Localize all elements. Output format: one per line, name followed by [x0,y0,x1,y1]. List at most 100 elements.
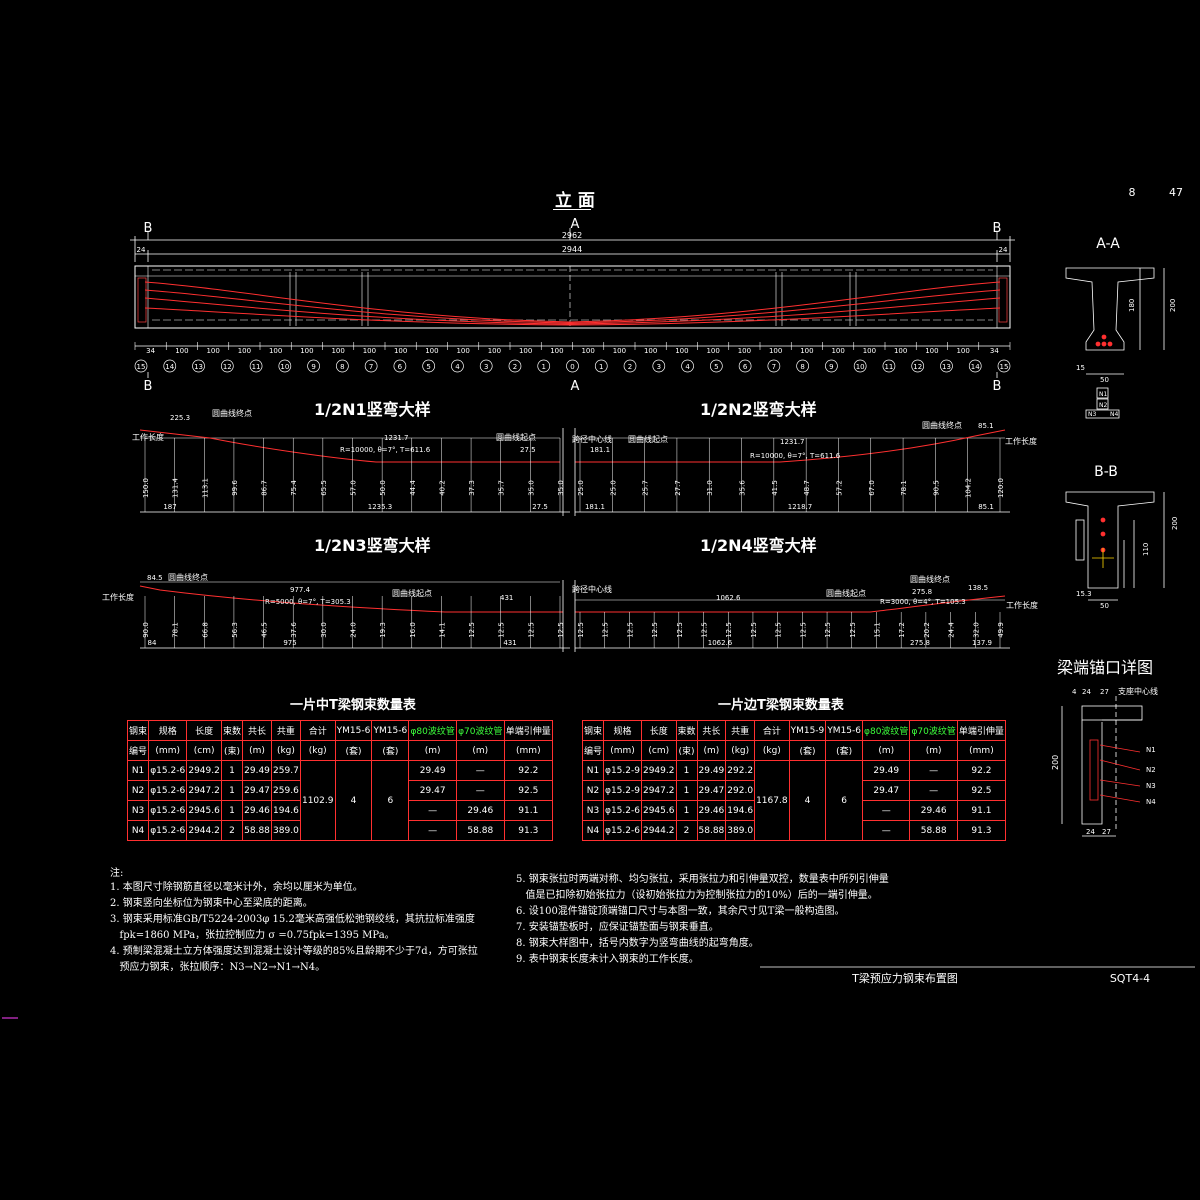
elevation-view [130,228,1015,378]
n2-seg3: 181.1 [590,446,610,454]
n1-detail-title: 1/2N1竖弯大样 [314,400,431,419]
detail-height-label: 78.1 [900,480,908,496]
page-total: 47 [1169,186,1183,199]
n2-seg1: 1231.7 [780,438,805,446]
anchor-n2: N2 [1146,766,1156,774]
anchor-dim-3: 27 [1100,688,1109,696]
table-cell: 29.46 [242,800,272,821]
table-cell: 钢束 [581,720,605,741]
section-number-circle [537,359,551,373]
table-cell: 2947.2 [186,780,222,801]
table-cell: 6 [825,760,864,841]
section-number-circle [393,359,407,373]
section-number: 8 [800,363,804,371]
detail-height-label: 113.1 [201,478,209,498]
table-cell: φ70波纹管 [909,720,958,741]
anchor-detail-title: 梁端锚口详图 [1057,658,1153,677]
table-cell: (束) [220,740,244,761]
section-number-circle [623,359,637,373]
section-bb-dim-4: 15.3 [1076,590,1092,598]
table-cell: 规格 [148,720,188,741]
dim-top-inner: 2944 [562,245,582,254]
detail-height-label: 12.5 [676,622,684,638]
station-label: 100 [925,347,938,355]
section-mark-b-left: B [144,221,153,236]
n1-curve-end: 圆曲线终点 [212,408,252,418]
detail-height-label: 12.5 [557,622,565,638]
detail-bottom-dim: 85.1 [978,503,994,511]
detail-height-label: 12.5 [602,622,610,638]
detail-height-label: 41.5 [771,480,779,496]
table-cell: 共重 [270,720,301,741]
anchor-dim-2: 24 [1082,688,1091,696]
station-label: 100 [363,347,376,355]
detail-bottom-dim: 1218.7 [788,503,813,511]
table-cell: — [909,760,958,781]
detail-height-label: 90.0 [142,622,150,638]
table-cell: (kg) [754,740,790,761]
table-cell: 58.88 [242,820,272,841]
detail-height-label: 49.9 [997,622,1005,638]
section-number-circle [709,359,723,373]
detail-height-label: 150.0 [142,478,150,498]
table-cell: (束) [675,740,698,761]
detail-height-label: 12.5 [775,622,783,638]
detail-height-label: 12.5 [626,622,634,638]
detail-bottom-dim: 431 [503,639,516,647]
section-mark-a-bottom: A [571,379,580,394]
detail-height-label: 12.5 [799,622,807,638]
detail-height-label: 12.5 [824,622,832,638]
detail-height-label: 90.5 [932,480,940,496]
station-label: 100 [831,347,844,355]
detail-height-label: 12.5 [498,622,506,638]
n2-curve-start: 圆曲线起点 [628,434,668,444]
table-cell: (m) [455,740,505,761]
table-cell: 2949.2 [186,760,222,781]
table-cell: φ15.2-6 [148,780,188,801]
section-number: 6 [398,363,403,371]
station-label: 100 [769,347,782,355]
detail-height-label: 20.2 [923,622,931,638]
section-number-circle [968,359,982,373]
n2-seg2: 85.1 [978,422,994,430]
table-cell: 单端引伸量 [956,720,1007,741]
n4-seg2: 275.8 [912,588,932,596]
table-cell: — [455,760,505,781]
detail-n2 [574,428,1010,516]
table-cell: (m) [696,740,727,761]
section-number-circle [508,359,522,373]
table-cell: — [862,800,911,821]
table-side-title: 一片边T梁钢束数量表 [718,698,844,713]
table-cell: N2 [581,780,605,801]
table-cell: N3 [581,800,605,821]
n2-detail-title: 1/2N2竖弯大样 [700,400,817,419]
section-aa-dim-2: 180 [1128,299,1136,312]
dim-top-total: 2962 [562,231,582,240]
station-label: 100 [519,347,532,355]
section-number-circle [134,359,148,373]
table-cell: 共长 [242,720,272,741]
section-number: 1 [541,363,545,371]
table-cell: 92.5 [503,780,554,801]
station-label: 100 [675,347,688,355]
detail-height-label: 31.0 [706,480,714,496]
n4-work-length: 工作长度 [1006,600,1038,610]
n3-detail-title: 1/2N3竖弯大样 [314,536,431,555]
detail-height-label: 86.7 [261,480,269,496]
table-cell: 292.0 [725,780,756,801]
station-label: 100 [175,347,188,355]
anchor-n4: N4 [1146,798,1156,806]
detail-height-label: 56.3 [231,622,239,638]
n3-seg2: 977.4 [290,586,311,594]
n1-radius: R=10000, θ=7°, T=611.6 [340,446,431,454]
section-number: 7 [772,363,776,371]
section-number-circle [422,359,436,373]
section-number: 14 [971,363,980,371]
section-aa-dim-1: 200 [1169,299,1177,312]
